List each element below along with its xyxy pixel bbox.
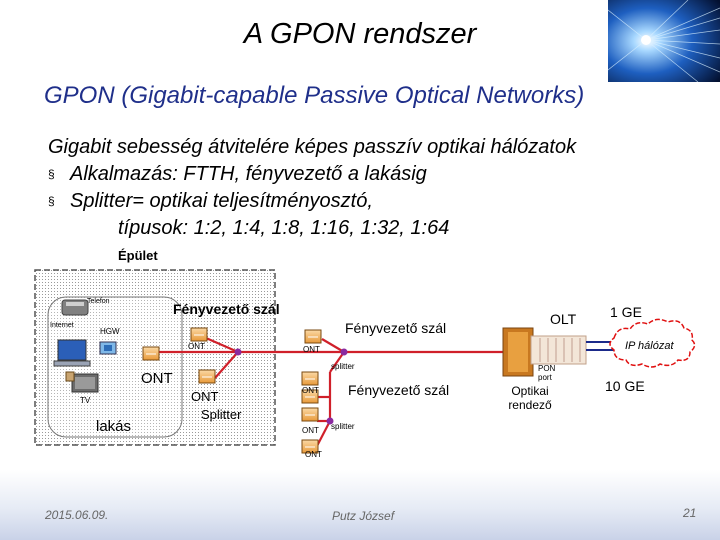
- optical-patch-panel: [502, 327, 587, 377]
- olt-label: OLT: [550, 311, 577, 327]
- ten-ge-label: 10 GE: [605, 378, 645, 394]
- fiber-optics-image: [607, 0, 720, 83]
- body-bullet-1: §Alkalmazás: FTTH, fényvezető a lakásig: [48, 161, 576, 188]
- splitter-building-label: Splitter: [201, 407, 242, 422]
- ont-label-3: ONT: [302, 386, 319, 395]
- bullet-icon: §: [48, 167, 55, 182]
- lakas-label: lakás: [96, 418, 132, 435]
- fiber-label-2: Fényvezető szál: [345, 320, 447, 336]
- footer-date: 2015.06.09.: [45, 508, 109, 522]
- fiber-label-3: Fényvezető szál: [348, 382, 450, 398]
- bullet-icon: §: [48, 194, 55, 209]
- body-line-4: típusok: 1:2, 1:4, 1:8, 1:16, 1:32, 1:64: [118, 217, 450, 240]
- page-number: 21: [683, 506, 697, 520]
- footer-bar: [0, 470, 720, 540]
- apartment-area: [47, 296, 183, 438]
- telefon-label: Telefon: [87, 298, 110, 305]
- ont-label-2: ONT: [303, 345, 320, 354]
- one-ge-label: 1 GE: [610, 304, 642, 320]
- footer-author: Putz József: [332, 509, 395, 523]
- splitter-dot-3: [326, 417, 334, 425]
- body-line-1: Gigabit sebesség átvitelére képes passzí…: [48, 136, 577, 158]
- tv-label: TV: [80, 396, 91, 405]
- ont-label-large-1: ONT: [141, 370, 173, 387]
- ip-network-cloud: [609, 318, 696, 368]
- fiber-label-1: Fényvezető szál: [173, 301, 280, 317]
- slide-body: Gigabit sebesség átvitelére képes passzí…: [48, 134, 576, 242]
- body-bullet-2: §Splitter= optikai teljesítményosztó,: [48, 188, 576, 215]
- ont-label-1: ONT: [188, 342, 205, 351]
- ip-network-label: IP hálózat: [625, 340, 674, 352]
- ont-label-4: ONT: [302, 426, 319, 435]
- splitter-dot-2: [340, 348, 348, 356]
- set-top-box-icon: [65, 371, 75, 382]
- ont-label-5: ONT: [305, 450, 322, 459]
- slide-title: A GPON rendszer: [243, 18, 477, 50]
- internet-label: Internet: [50, 322, 74, 329]
- slide-subtitle: GPON (Gigabit-capable Passive Optical Ne…: [44, 82, 585, 109]
- splitter-label-2: splitter: [331, 422, 355, 431]
- network-diagram: [34, 269, 696, 454]
- tv-icon: [71, 373, 99, 393]
- pon-port-label: PON port: [538, 364, 556, 382]
- hgw-label: HGW: [100, 327, 120, 336]
- home-gateway-icon: [99, 341, 117, 355]
- splitter-label-1: splitter: [331, 362, 355, 371]
- building-label: Épület: [118, 248, 158, 263]
- ont-label-large-2: ONT: [191, 389, 219, 404]
- computer-icon: [53, 339, 91, 367]
- optikai-rendezo-label: Optikai rendező: [508, 384, 552, 412]
- telephone-icon: [61, 299, 89, 316]
- splitter-dot-1: [234, 348, 242, 356]
